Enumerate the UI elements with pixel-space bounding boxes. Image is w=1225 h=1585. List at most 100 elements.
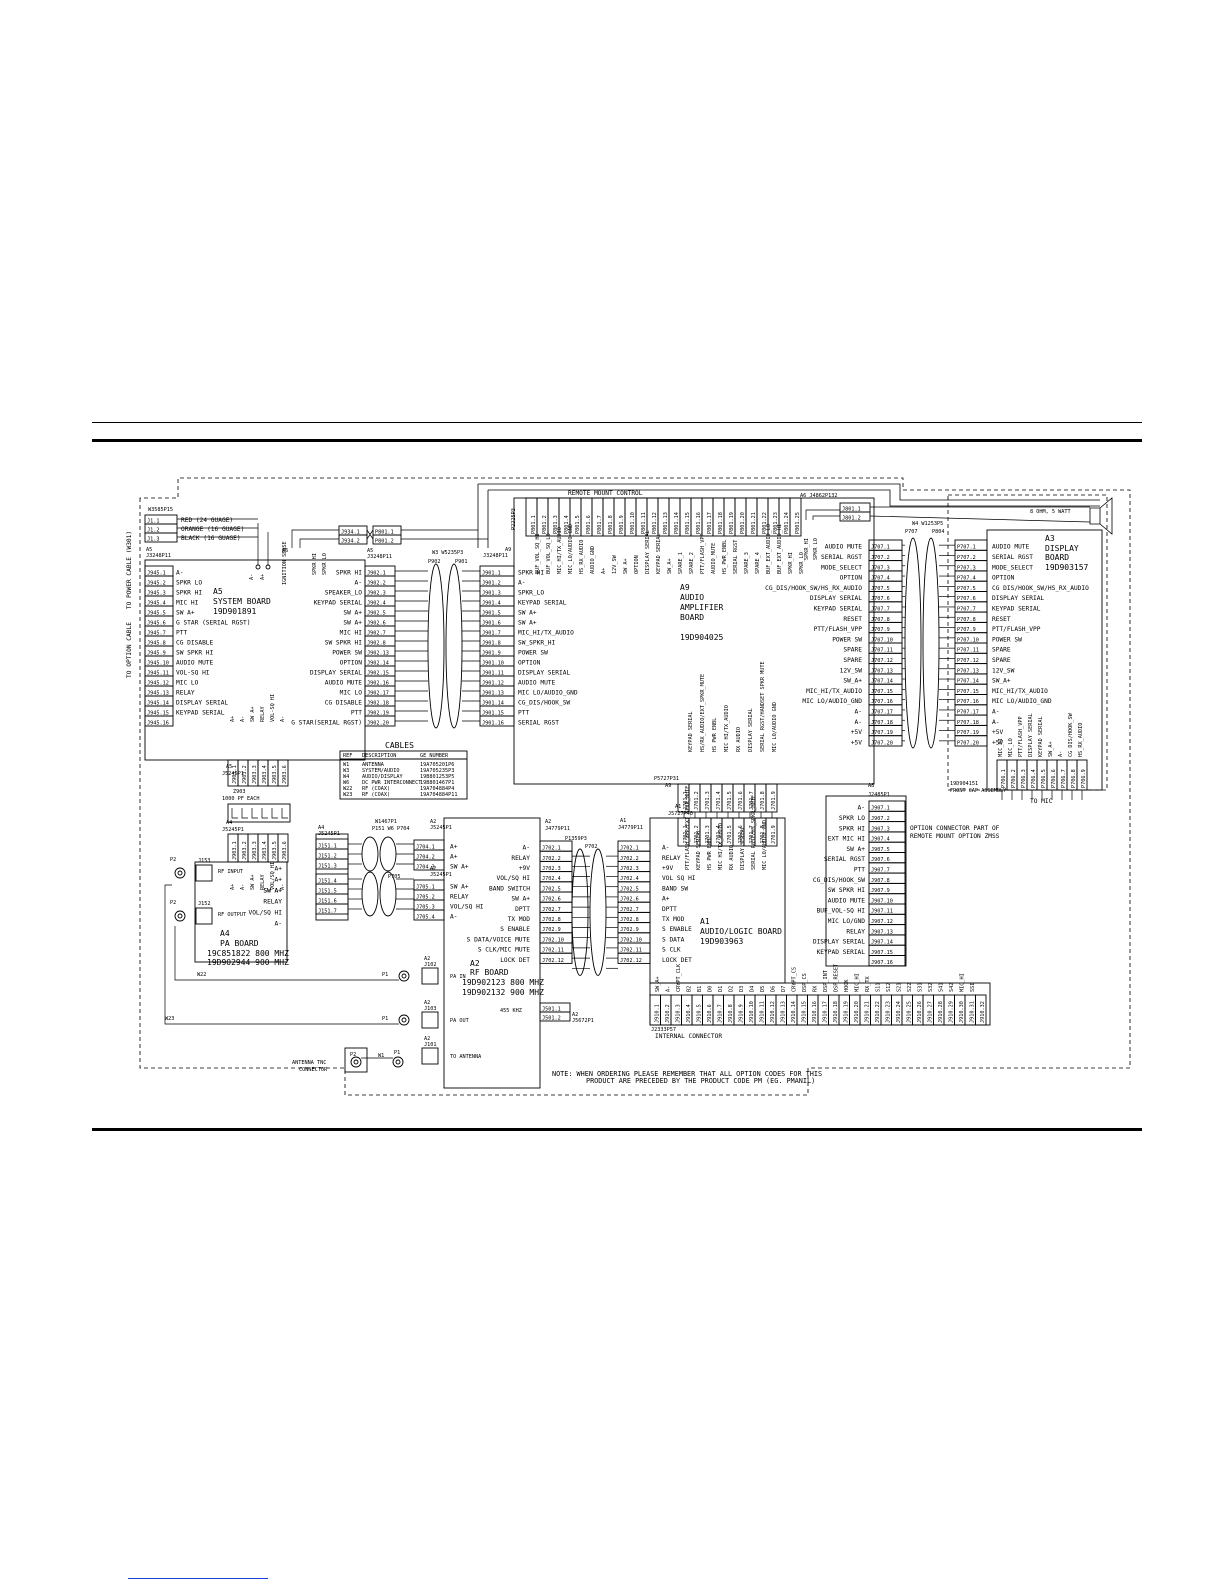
cables-cell: ANTENNA	[362, 762, 385, 768]
a2-upper-signal: A+	[450, 843, 458, 850]
antenna-coax-core	[353, 1059, 359, 1065]
page-link-underline[interactable]	[128, 1578, 268, 1579]
a6-display-signal: RESET	[843, 616, 862, 623]
internal-signal: D0	[708, 986, 714, 992]
remote-pin: J907.13	[871, 929, 893, 935]
remote-signal: EXT MIC HI	[828, 836, 866, 843]
a9-bottom-signal: DISPLAY SERIAL	[748, 708, 754, 752]
a9-signal: SW A+	[518, 619, 537, 626]
a1-pin: J702.9	[620, 927, 639, 933]
internal-signal: S42	[949, 983, 955, 992]
a6-display-signal: MIC LO/AUDIO_GND	[802, 698, 862, 705]
p1-lower: P1	[382, 1016, 388, 1022]
internal-pin: J910.22	[875, 1001, 881, 1023]
a6-display-pin: J707.16	[871, 699, 893, 705]
p2-lower: P2	[170, 900, 176, 906]
internal-signal: RX	[813, 985, 819, 992]
remote-pin: J907.12	[871, 919, 893, 925]
cap	[261, 808, 268, 819]
a9-bottom-pin: J701.7	[749, 791, 755, 810]
top-rule-thick	[92, 439, 1142, 442]
a9-top-pin: P801.3	[553, 515, 559, 534]
a9-top-pin: P801.9	[619, 515, 625, 534]
internal-connector-ref: J2333P57	[651, 1027, 676, 1033]
a9-top-signal: SPARE_2	[689, 552, 695, 574]
antenna-label-2: CONNECTOR	[299, 1067, 328, 1073]
power-terminal	[255, 564, 261, 570]
cap	[251, 808, 258, 819]
internal-signal: D7	[781, 986, 787, 992]
p1-upper: P1	[382, 972, 388, 978]
power-a-minus: A-	[249, 574, 255, 580]
remote-pin: J907.7	[871, 868, 890, 874]
ordering-note-1: NOTE: WHEN ORDERING PLEASE REMEMBER THAT…	[552, 1070, 822, 1078]
a3-signal: POWER SW	[992, 636, 1022, 643]
a5-left-pin: J945.12	[147, 680, 169, 686]
a3-signal: CG DIS/HOOK_SW/HS_RX_AUDIO	[992, 585, 1089, 592]
cables-cell: W22	[343, 786, 352, 792]
a6-display-signal: A-	[855, 719, 862, 726]
a5-right-pin: J902.15	[367, 670, 389, 676]
a1-top-cell	[765, 817, 778, 847]
internal-signal: D6	[771, 986, 777, 992]
rf-output: RF OUTPUT	[218, 912, 246, 918]
a5-left-signal: CG DISABLE	[176, 639, 214, 646]
a4-connector: J5245P1	[222, 827, 244, 833]
cables-cell: 19B801467P1	[420, 780, 454, 786]
p702: P702	[585, 844, 598, 850]
a2-jack	[421, 967, 439, 985]
internal-signal: D5	[760, 986, 766, 992]
a5-left-pin: J945.10	[147, 660, 169, 666]
a9-top-cell	[789, 497, 802, 537]
w3-ovals-b	[445, 563, 463, 729]
internal-pin: J910.20	[854, 1001, 860, 1023]
a2-lower-pin: J705.3	[416, 904, 435, 910]
a3-pin: P707.1	[957, 545, 976, 551]
a6-display-signal: OPTION	[840, 575, 863, 582]
a2-lower-signal: RELAY	[450, 893, 469, 900]
a5-bottom-signal: A+	[230, 716, 236, 722]
a3-pin: P707.2	[957, 555, 976, 561]
a9-bottom-signal: HS/RX_AUDIO/EXT_SPKR_MUTE	[700, 674, 706, 752]
a6-display-pin: J707.7	[871, 607, 890, 613]
internal-signal: RX_TX	[865, 976, 871, 992]
a5-bottom-pin: J903.3	[252, 765, 258, 784]
mic-pin: P706.2	[1011, 769, 1017, 788]
internal-pin: J910.32	[980, 1001, 986, 1023]
a9-title: BOARD	[680, 613, 704, 622]
a2-pin: J702.2	[542, 856, 561, 862]
a4-jack	[195, 864, 213, 882]
a1-ext-ref: A1	[675, 804, 681, 810]
a5-left-signal: G STAR (SERIAL RGST)	[176, 619, 251, 626]
a6-cell	[839, 511, 871, 522]
cables-title: CABLES	[385, 741, 414, 750]
a3-pin: P707.10	[957, 637, 979, 643]
remote-signal: CG_DIS/HOOK_SW	[813, 877, 865, 884]
ignition-pins-pin: J934.2	[341, 538, 360, 544]
a4-right-upper-signal: A+	[275, 876, 283, 883]
a9-bottom-signal: RX AUDIO	[736, 727, 742, 752]
antenna-tnc	[344, 1047, 368, 1073]
a4-top-signal: VOL/SQ HI	[270, 862, 276, 890]
a5-left-signal: VOL-SQ HI	[176, 669, 210, 676]
internal-signal: S22	[907, 983, 913, 992]
a5-right-signal: SW SPKR HI	[325, 639, 363, 646]
a9-signal: AUDIO MUTE	[518, 679, 556, 686]
a4-top-signal: A-	[280, 884, 286, 890]
a1-pin: J702.3	[620, 866, 639, 872]
a6-display-pin: J707.3	[871, 565, 890, 571]
remote-pin: J907.2	[871, 816, 890, 822]
a4-top-pin: J903.6	[282, 841, 288, 860]
a3-part: 19D903157	[1045, 563, 1089, 572]
mic-pin: P706.6	[1051, 769, 1057, 788]
w23-label: W23	[165, 1016, 174, 1022]
a9-bottom-ref: A9	[665, 783, 671, 789]
p707-label: P707	[905, 529, 918, 535]
a9-top-pin: P801.14	[674, 512, 680, 534]
a4-right-lower-pin: J151.6	[318, 898, 337, 904]
a6-display-pin: J707.8	[871, 617, 890, 623]
a5-right-signal: POWER SW	[332, 649, 362, 656]
a6-display-signal: DISPLAY SERIAL	[810, 595, 862, 602]
osc: 455 KHZ	[500, 1008, 522, 1014]
a5-right-pin: J902.14	[367, 660, 389, 666]
